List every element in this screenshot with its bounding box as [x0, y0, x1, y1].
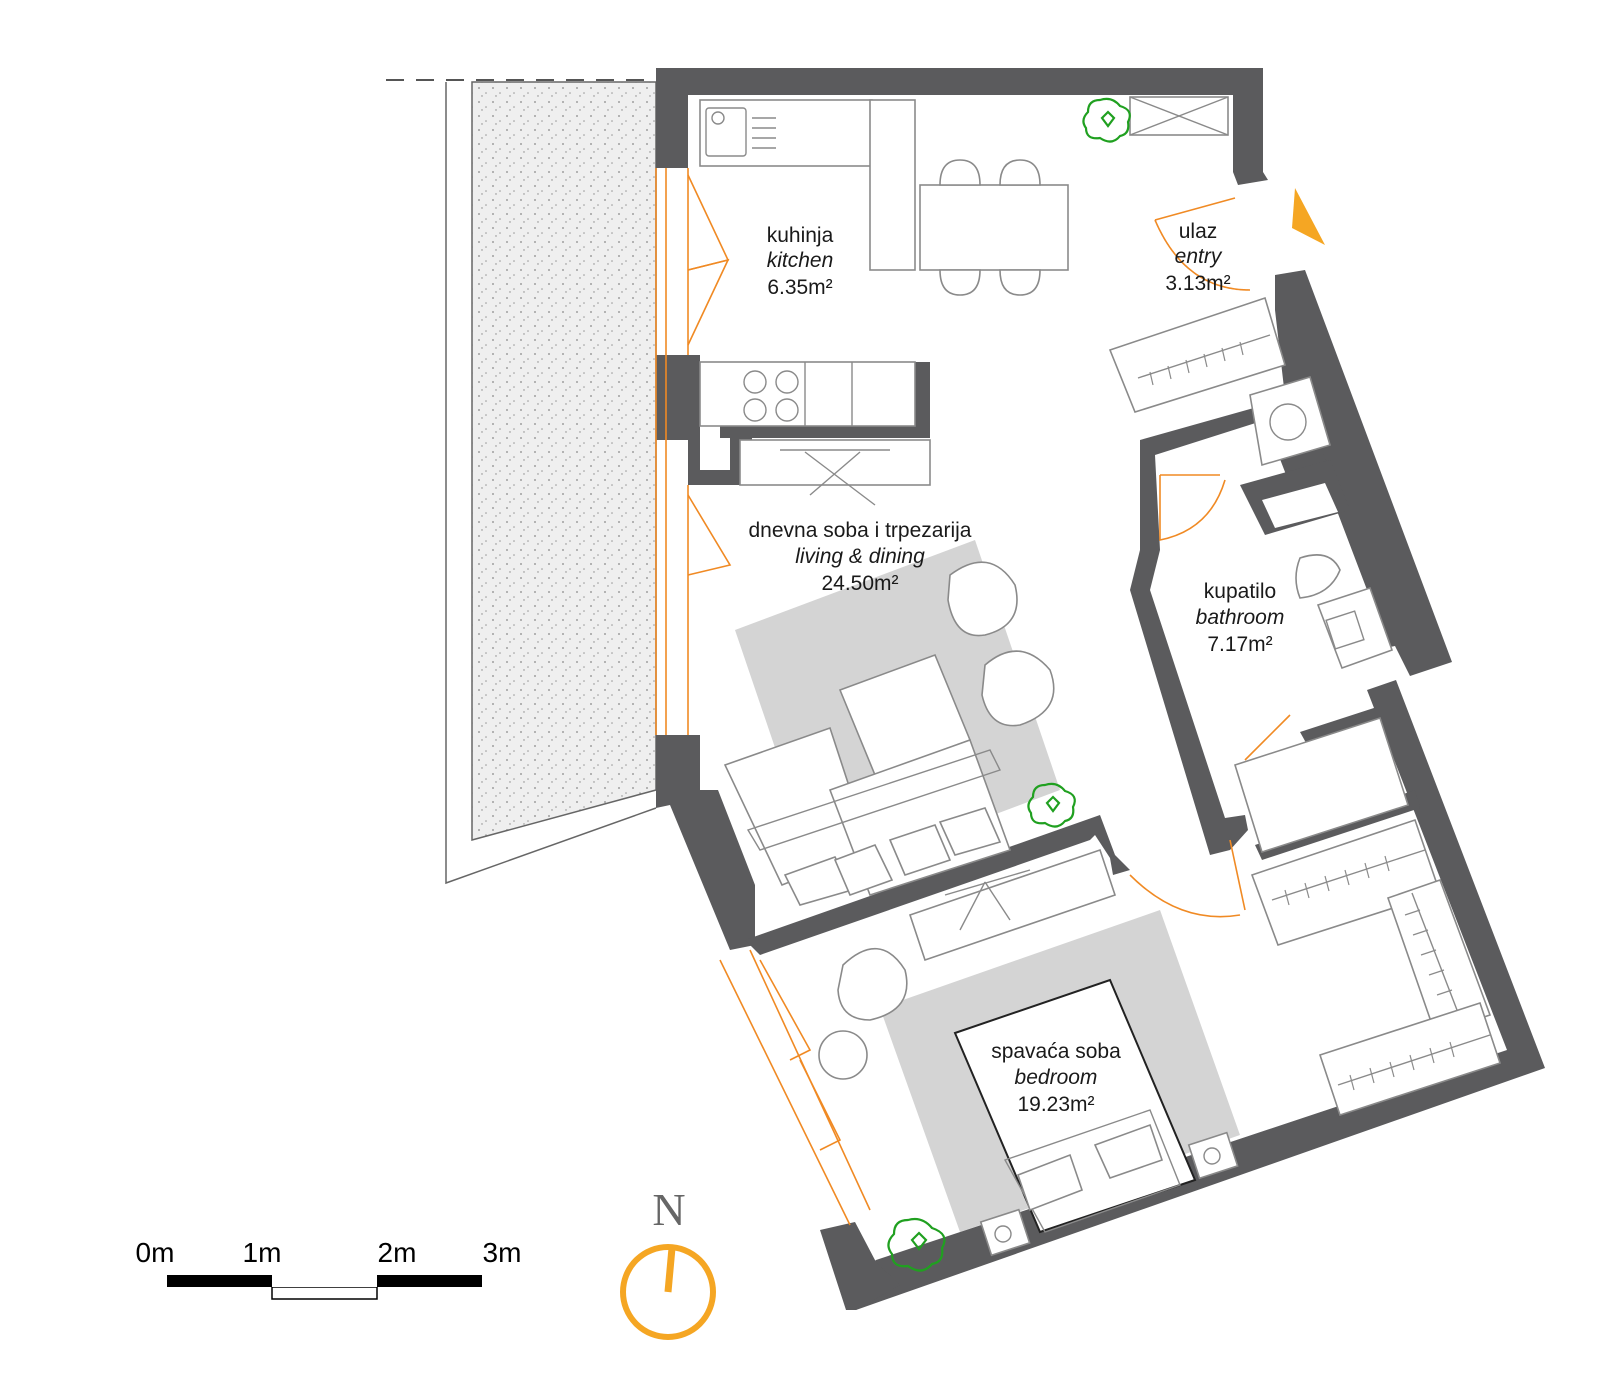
dresser — [908, 848, 1117, 962]
scale-bar: 0m 1m 2m 3m — [136, 1237, 522, 1300]
plant-icon — [887, 1217, 946, 1272]
cooktop-counter — [699, 361, 931, 506]
svg-text:kitchen: kitchen — [767, 249, 834, 272]
kitchen-counter — [699, 99, 916, 271]
room-label-entry: ulaz entry 3.13m² — [1165, 220, 1230, 295]
svg-text:entry: entry — [1175, 245, 1223, 268]
svg-text:N: N — [652, 1184, 685, 1235]
svg-text:19.23m²: 19.23m² — [1017, 1093, 1094, 1116]
scale-label-3m: 3m — [483, 1237, 522, 1268]
terrace — [386, 79, 657, 885]
hall-wardrobe — [1250, 818, 1442, 946]
plant-icon — [1027, 782, 1076, 828]
room-label-bedroom: spavaća soba bedroom 19.23m² — [991, 1040, 1121, 1116]
room-label-bathroom: kupatilo bathroom 7.17m² — [1196, 580, 1285, 656]
svg-text:24.50m²: 24.50m² — [821, 572, 898, 595]
lounge-chairs — [818, 561, 1055, 1080]
svg-text:living & dining: living & dining — [795, 545, 925, 568]
svg-text:dnevna soba i trpezarija: dnevna soba i trpezarija — [749, 519, 972, 542]
scale-label-2m: 2m — [378, 1237, 417, 1268]
kitchen-storage — [1129, 96, 1229, 136]
entry-arrow-icon — [1292, 188, 1325, 245]
bed — [953, 978, 1239, 1257]
svg-text:spavaća soba: spavaća soba — [991, 1040, 1121, 1063]
bedroom-wardrobe-back — [1318, 1001, 1502, 1117]
bathroom-fixtures — [1234, 376, 1410, 854]
svg-text:3.13m²: 3.13m² — [1165, 272, 1230, 295]
svg-text:ulaz: ulaz — [1179, 220, 1218, 243]
svg-text:bathroom: bathroom — [1196, 606, 1285, 629]
room-label-living: dnevna soba i trpezarija living & dining… — [749, 519, 972, 595]
plant-icon — [1082, 97, 1131, 143]
svg-text:kupatilo: kupatilo — [1204, 580, 1276, 603]
scale-label-1m: 1m — [243, 1237, 282, 1268]
room-label-kitchen: kuhinja kitchen 6.35m² — [767, 224, 834, 299]
walls — [656, 68, 1545, 1310]
entry-cabinet — [1108, 296, 1286, 413]
sofa — [723, 726, 1012, 906]
svg-text:kuhinja: kuhinja — [767, 224, 834, 247]
svg-text:6.35m²: 6.35m² — [767, 276, 832, 299]
window-doors — [655, 168, 1251, 1226]
scale-label-0m: 0m — [136, 1237, 175, 1268]
svg-text:bedroom: bedroom — [1015, 1066, 1098, 1089]
svg-text:7.17m²: 7.17m² — [1207, 633, 1272, 656]
dining-table — [919, 159, 1069, 296]
bedroom-wardrobe-side — [1386, 878, 1492, 1035]
north-compass-icon: N — [620, 1184, 716, 1340]
